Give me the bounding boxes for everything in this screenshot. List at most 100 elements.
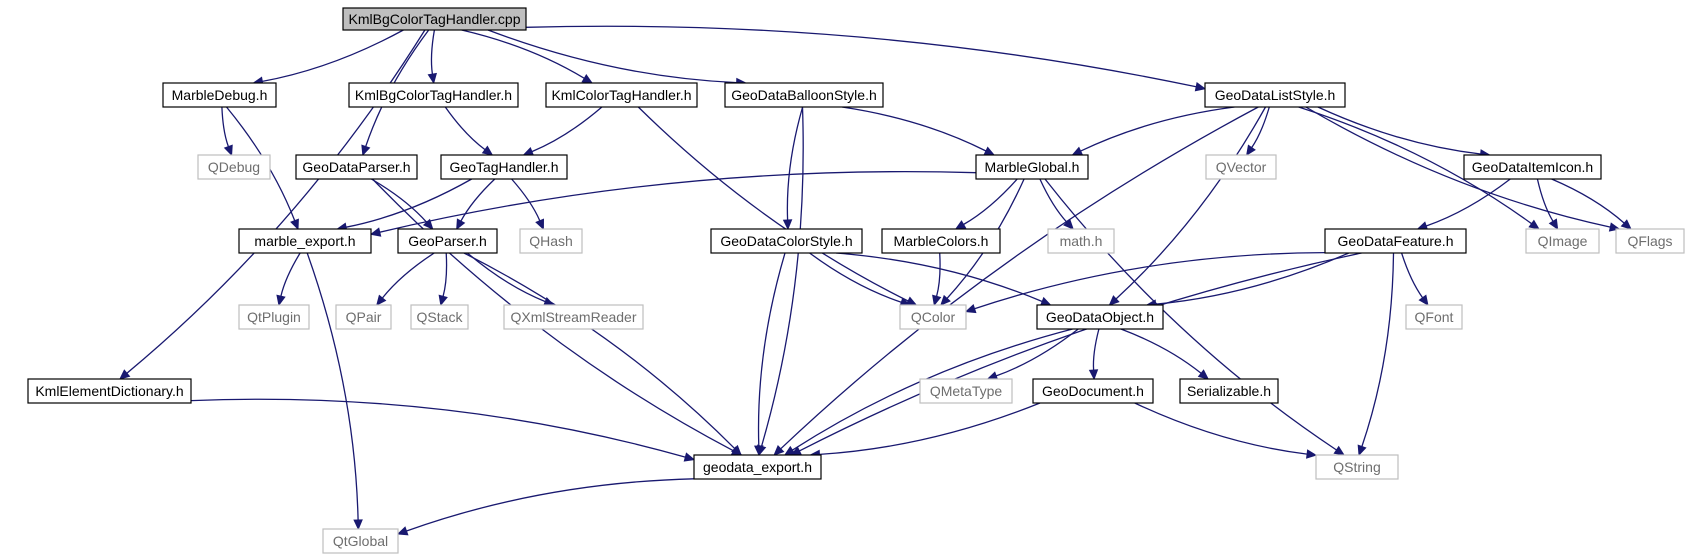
edge-geodataparser-to-geoparser <box>370 178 434 230</box>
node-box <box>197 154 271 180</box>
node-box <box>724 82 884 108</box>
node-label: marble_export.h <box>254 233 355 249</box>
edge-line <box>306 252 359 521</box>
node-label: GeoDataColorStyle.h <box>720 233 852 249</box>
arrowhead-icon <box>361 144 371 157</box>
node-label: GeoDataItemIcon.h <box>1472 159 1593 175</box>
node-label: QVector <box>1216 159 1267 175</box>
edge-line <box>379 171 977 233</box>
edge-line <box>1298 106 1532 225</box>
node-geodataliststyle-h[interactable]: GeoDataListStyle.h <box>1204 82 1346 108</box>
node-kmlbgcolortaghandler-h[interactable]: KmlBgColorTagHandler.h <box>348 82 519 108</box>
node-geodataobject-h[interactable]: GeoDataObject.h <box>1036 304 1164 330</box>
node-box <box>975 154 1089 180</box>
node-kmlelementdictionary-h[interactable]: KmlElementDictionary.h <box>27 378 192 404</box>
node-box <box>1036 304 1164 330</box>
node-kmlcolortaghandler-h[interactable]: KmlColorTagHandler.h <box>545 82 698 108</box>
arrowhead-icon <box>369 227 382 237</box>
edge-line <box>381 252 435 299</box>
node-box <box>519 228 583 254</box>
node-label: GeoDocument.h <box>1042 383 1144 399</box>
edge-liststyle-to-geodata_export <box>773 106 1259 456</box>
node-qstack: QStack <box>410 304 469 330</box>
edge-geoparser-to-geodata_export <box>463 252 742 456</box>
arrowhead-icon <box>119 369 131 380</box>
node-label: GeoTagHandler.h <box>450 159 559 175</box>
arrowhead-icon <box>522 146 535 156</box>
node-label: KmlBgColorTagHandler.h <box>355 87 512 103</box>
edge-line <box>1039 178 1068 223</box>
node-geodatacolorstyle-h[interactable]: GeoDataColorStyle.h <box>710 228 863 254</box>
edge-root-to-kmlbgcolor_h <box>427 29 437 85</box>
edge-kmlelemdict-to-geodata_export <box>190 398 696 462</box>
node-qtplugin: QtPlugin <box>238 304 310 330</box>
node-label: KmlBgColorTagHandler.cpp <box>349 11 521 27</box>
node-box <box>1047 228 1115 254</box>
node-geodataparser-h[interactable]: GeoDataParser.h <box>295 154 418 180</box>
edge-line <box>1551 178 1625 224</box>
node-label: MarbleGlobal.h <box>985 159 1080 175</box>
arrowhead-icon <box>1528 219 1540 230</box>
edge-line <box>799 252 1362 452</box>
edge-marbleglobal-to-marblecolors <box>954 178 1018 230</box>
edge-line <box>963 178 1018 226</box>
arrowhead-icon <box>223 144 233 157</box>
node-box <box>899 304 967 330</box>
arrowhead-icon <box>954 220 967 230</box>
node-box <box>1525 228 1600 254</box>
node-marblecolors-h[interactable]: MarbleColors.h <box>881 228 1001 254</box>
node-geotaghandler-h[interactable]: GeoTagHandler.h <box>440 154 568 180</box>
edge-geoparser-to-qpair <box>376 252 435 306</box>
edge-line <box>221 106 230 147</box>
node-label: MarbleDebug.h <box>172 87 268 103</box>
arrowhead-icon <box>1071 146 1084 156</box>
node-box <box>710 228 863 254</box>
node-box <box>410 304 469 330</box>
arrowhead-icon <box>1194 82 1207 92</box>
edge-line <box>835 252 1043 303</box>
node-box <box>1204 82 1346 108</box>
node-label: GeoDataParser.h <box>302 159 410 175</box>
node-qpair: QPair <box>335 304 392 330</box>
edge-line <box>461 29 585 79</box>
node-geodataballoonstyle-h[interactable]: GeoDataBalloonStyle.h <box>724 82 884 108</box>
edge-geodataobject-to-geodocument <box>1088 328 1100 381</box>
node-box <box>881 228 1001 254</box>
arrowhead-icon <box>1333 445 1346 456</box>
node-geoparser-h[interactable]: GeoParser.h <box>397 228 498 254</box>
node-label: QStack <box>417 309 464 325</box>
arrowhead-icon <box>276 294 286 307</box>
node-marble-export-h[interactable]: marble_export.h <box>238 228 372 254</box>
edge-line <box>809 252 902 303</box>
node-marbleglobal-h[interactable]: MarbleGlobal.h <box>975 154 1089 180</box>
edge-geodataobject-to-serializable <box>1120 328 1210 380</box>
edge-marbleglobal-to-qstring <box>1044 178 1346 456</box>
node-qdebug: QDebug <box>197 154 271 180</box>
node-box <box>295 154 418 180</box>
edge-line <box>637 106 909 302</box>
node-serializable-h[interactable]: Serializable.h <box>1179 378 1279 404</box>
node-qflags: QFlags <box>1615 228 1685 254</box>
node-geodocument-h[interactable]: GeoDocument.h <box>1032 378 1154 404</box>
node-label: math.h <box>1060 233 1103 249</box>
edge-line <box>406 478 695 532</box>
node-label: QFlags <box>1627 233 1672 249</box>
edge-line <box>1425 178 1511 227</box>
arrowhead-icon <box>1039 296 1052 306</box>
edge-line <box>841 106 987 152</box>
arrowhead-icon <box>290 218 299 231</box>
node-qmetatype: QMetaType <box>919 378 1013 404</box>
edge-liststyle-to-qimage <box>1298 106 1540 230</box>
node-geodata-export-h[interactable]: geodata_export.h <box>693 454 822 480</box>
node-marbledebug-h[interactable]: MarbleDebug.h <box>162 82 277 108</box>
arrowhead-icon <box>1246 144 1256 157</box>
node-kmlbgcolortaghandler-cpp[interactable]: KmlBgColorTagHandler.cpp <box>342 7 527 31</box>
node-geodatafeature-h[interactable]: GeoDataFeature.h <box>1324 228 1467 254</box>
edge-balloon-to-geodata_export <box>757 106 804 457</box>
edge-root-to-marbledebug <box>252 29 404 86</box>
node-geodataitemicon-h[interactable]: GeoDataItemIcon.h <box>1463 154 1602 180</box>
edge-line <box>190 398 686 458</box>
edges-layer <box>119 25 1632 536</box>
